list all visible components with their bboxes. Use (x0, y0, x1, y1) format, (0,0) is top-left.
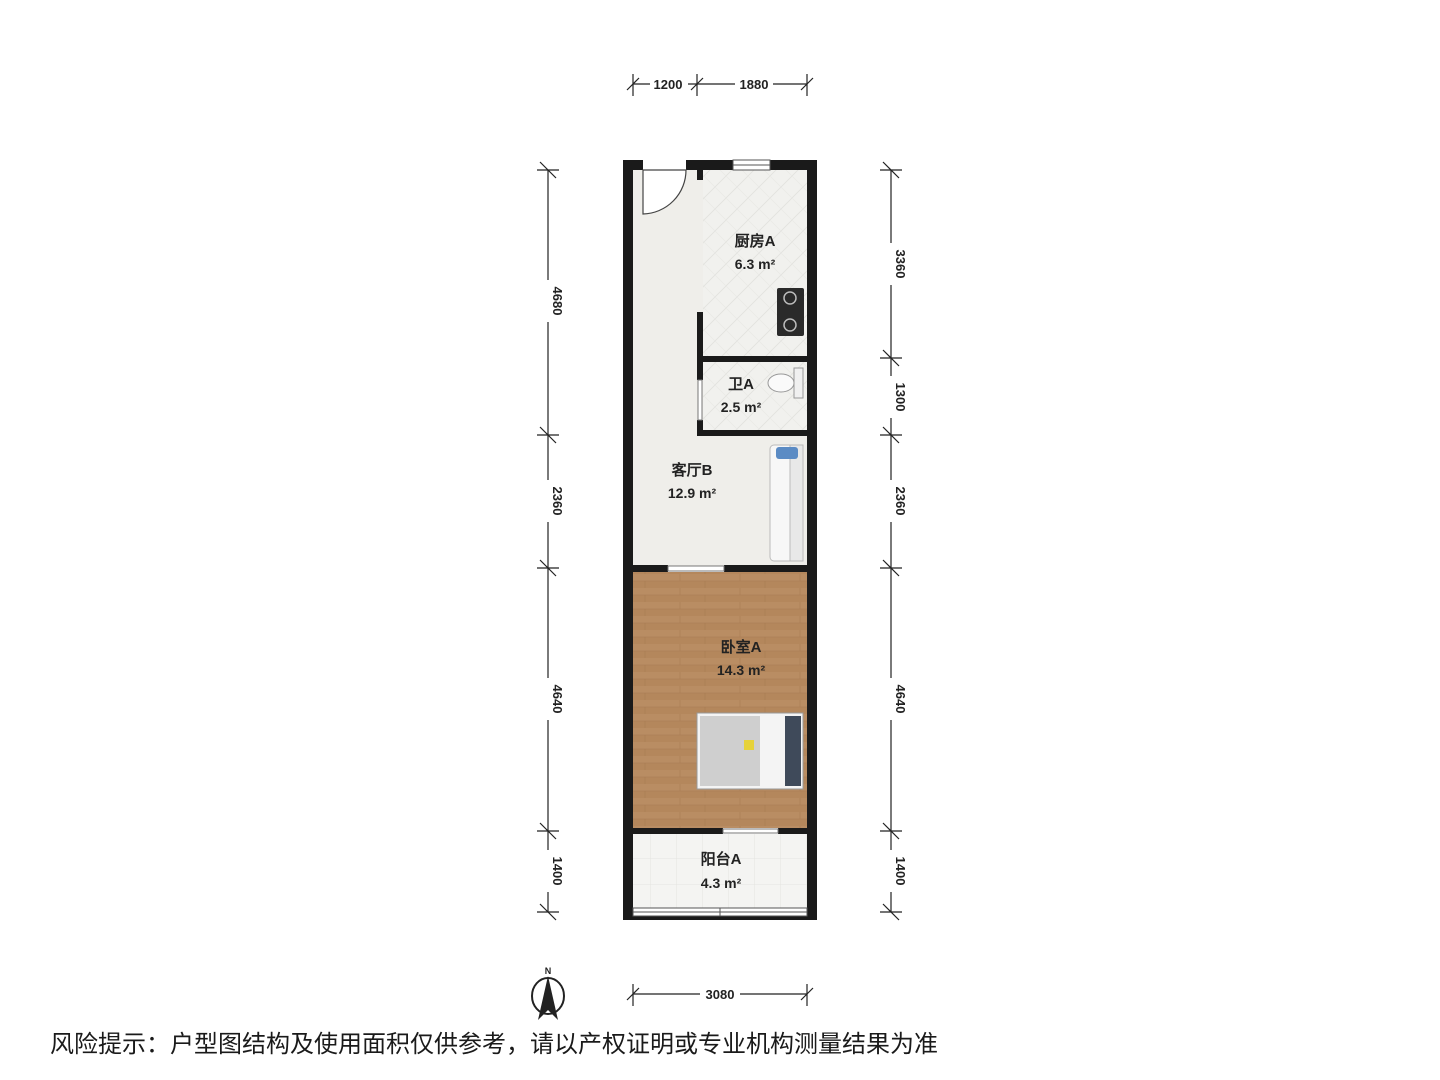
wall-living-bedroom-r (724, 565, 817, 572)
kitchen-area: 6.3 m² (735, 256, 776, 272)
dim-right-1: 3360 (893, 250, 908, 279)
wall-top-right (770, 160, 817, 170)
wall-top-left (623, 160, 643, 170)
disclaimer-text: 风险提示：户型图结构及使用面积仅供参考，请以产权证明或专业机构测量结果为准 (50, 1030, 938, 1058)
dim-left-1: 4680 (550, 287, 565, 316)
living-bedroom-door (667, 565, 725, 572)
stove (777, 288, 804, 336)
bedroom-name: 卧室A (721, 638, 762, 656)
windows (632, 159, 808, 917)
wall-bedroom-balcony (623, 828, 723, 834)
dim-top-1: 1200 (654, 77, 683, 92)
dim-left-4: 1400 (550, 857, 565, 886)
dim-right-2: 1300 (893, 383, 908, 412)
dim-right-5: 1400 (893, 857, 908, 886)
wall-left (623, 160, 633, 920)
dim-right-4: 4640 (893, 685, 908, 714)
wall-bath-divider-low (697, 420, 703, 435)
dimension-right (880, 161, 902, 921)
wall-top-mid (686, 160, 733, 170)
dim-bottom-1: 3080 (706, 987, 735, 1002)
dimension-left (537, 161, 559, 921)
bathroom-area: 2.5 m² (721, 399, 762, 415)
wall-kitchen-divider (697, 312, 703, 362)
bathroom-floor (703, 362, 807, 435)
bedroom-floor (633, 572, 807, 828)
wall-kitchen-bath (697, 356, 807, 362)
compass-label: N (545, 966, 552, 976)
balcony-area: 4.3 m² (701, 875, 742, 891)
room-labels: 厨房A 6.3 m² 卫A 2.5 m² 客厅B 12.9 m² 卧室A 14.… (668, 232, 776, 891)
bathroom-door (697, 379, 703, 421)
entry-door-swing (642, 169, 687, 215)
wall-bedroom-balcony-r (778, 828, 817, 834)
kitchen-name: 厨房A (735, 232, 776, 250)
balcony-name: 阳台A (701, 850, 742, 868)
wall-living-bedroom (623, 565, 668, 572)
doors (642, 169, 779, 834)
wall-bath-bottom (697, 430, 807, 436)
bathroom-name: 卫A (728, 376, 754, 393)
bedroom-area: 14.3 m² (717, 662, 766, 678)
dim-left-2: 2360 (550, 487, 565, 516)
dim-top-2: 1880 (740, 77, 769, 92)
living-name: 客厅B (671, 461, 713, 479)
compass-icon: N (531, 966, 565, 1020)
wall-right (807, 160, 817, 920)
bedroom-balcony-door (722, 828, 779, 834)
toilet (767, 367, 804, 399)
wall-bath-divider (697, 362, 703, 380)
bed (696, 712, 804, 790)
balcony-floor (633, 834, 807, 912)
dim-right-3: 2360 (893, 487, 908, 516)
sofa (769, 444, 804, 562)
dim-left-3: 4640 (550, 685, 565, 714)
wall-kitchen-stub (697, 170, 703, 180)
living-area: 12.9 m² (668, 485, 717, 501)
